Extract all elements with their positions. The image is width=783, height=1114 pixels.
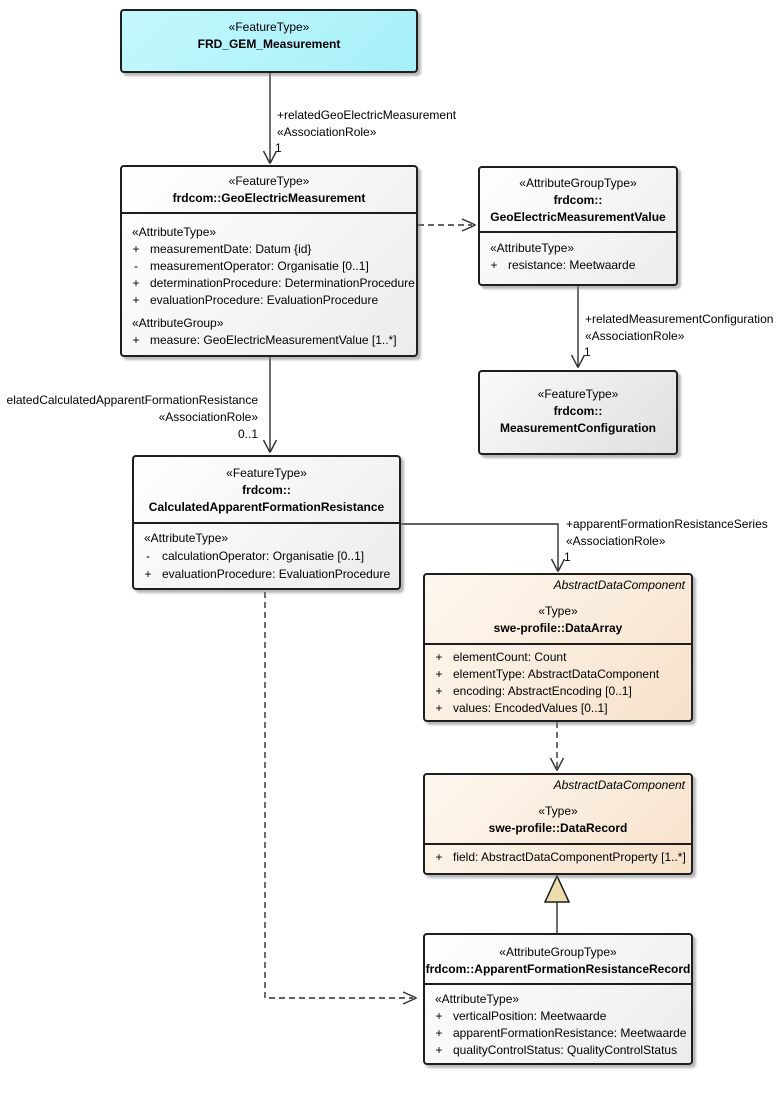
edge-stereotype-label: «AssociationRole» [277, 125, 377, 139]
attribute-row: + qualityControlStatus: QualityControlSt… [435, 1043, 678, 1057]
class-apparent-formation-resistance-record[interactable]: «AttributeGroupType» frdcom::ApparentFor… [423, 933, 693, 1065]
class-name: FRD_GEM_Measurement [197, 37, 341, 51]
class-calculated-apparent-formation-resistance[interactable]: «FeatureType» frdcom:: CalculatedApparen… [132, 455, 401, 590]
edge-role-related-geo-electric-measurement: +relatedGeoElectricMeasurement [277, 108, 457, 122]
class-name-line1: frdcom:: [553, 404, 603, 418]
class-name: frdcom::GeoElectricMeasurement [172, 191, 366, 205]
stereotype-label: «FeatureType» [228, 174, 310, 188]
arrowhead-open-right [461, 218, 476, 232]
class-name: swe-profile::DataArray [493, 621, 623, 635]
attribute-group-header: «AttributeGroup» [132, 316, 224, 330]
class-name-line1: frdcom:: [242, 483, 291, 497]
edge-stereotype-label: «AssociationRole» [158, 410, 258, 424]
edge-role-related-measurement-configuration: +relatedMeasurementConfiguration [585, 312, 774, 326]
class-frd-gem-measurement[interactable]: «FeatureType» FRD_GEM_Measurement [120, 9, 418, 73]
attribute-row: + field: AbstractDataComponentProperty [… [435, 850, 686, 864]
attribute-row: + verticalPosition: Meetwaarde [435, 1009, 607, 1023]
class-data-array[interactable]: AbstractDataComponent «Type» swe-profile… [423, 573, 693, 722]
attribute-row: + measurementDate: Datum {id} [132, 242, 312, 256]
attribute-row: + evaluationProcedure: EvaluationProcedu… [132, 293, 379, 307]
attribute-row: + determinationProcedure: DeterminationP… [132, 276, 415, 290]
attribute-section-header: «AttributeType» [132, 225, 217, 239]
generalization-triangle [543, 874, 571, 903]
attribute-row: + encoding: AbstractEncoding [0..1] [435, 684, 632, 698]
dependency-calcafr-to-afrrecord [264, 592, 413, 999]
arrowhead-open-down [262, 439, 278, 453]
attribute-row: + apparentFormationResistance: Meetwaard… [435, 1026, 687, 1040]
attribute-row: - calculationOperator: Organisatie [0..1… [146, 549, 365, 563]
class-name: swe-profile::DataRecord [488, 821, 628, 835]
class-name-line2: CalculatedApparentFormationResistance [148, 500, 385, 514]
edge-multiplicity: 1 [564, 550, 571, 564]
arrowhead-open-down [570, 354, 586, 368]
edge-multiplicity: 0..1 [237, 427, 258, 441]
stereotype-label: «Type» [538, 604, 578, 618]
stereotype-label: «FeatureType» [537, 387, 619, 401]
association-calcafr-to-dataarray [401, 523, 559, 570]
attribute-row: - measurementOperator: Organisatie [0..1… [134, 259, 369, 273]
class-name-line2: GeoElectricMeasurementValue [490, 210, 666, 224]
attribute-section-header: «AttributeType» [435, 992, 520, 1006]
arrowhead-open-down [549, 757, 565, 771]
edge-role-related-calculated-apparent-formation-resistance: elatedCalculatedApparentFormationResista… [6, 393, 258, 407]
stereotype-label: «FeatureType» [228, 20, 310, 34]
attribute-row: + evaluationProcedure: EvaluationProcedu… [144, 567, 391, 581]
class-geo-electric-measurement-value[interactable]: «AttributeGroupType» frdcom:: GeoElectri… [478, 166, 678, 286]
edge-role-apparent-formation-resistance-series: +apparentFormationResistanceSeries [566, 517, 768, 531]
arrowhead-open-right [402, 991, 417, 1005]
attribute-section-header: «AttributeType» [144, 531, 229, 545]
edge-multiplicity: 1 [584, 345, 591, 359]
class-measurement-configuration[interactable]: «FeatureType» frdcom:: MeasurementConfig… [478, 370, 678, 455]
class-name-line1: frdcom:: [553, 193, 603, 207]
attribute-row: + measure: GeoElectricMeasurementValue [… [132, 333, 397, 347]
class-data-record[interactable]: AbstractDataComponent «Type» swe-profile… [423, 773, 693, 875]
edge-stereotype-label: «AssociationRole» [585, 329, 685, 343]
attribute-row: + resistance: Meetwaarde [490, 258, 636, 272]
attribute-row: + elementCount: Count [435, 650, 567, 664]
class-name-line2: MeasurementConfiguration [499, 421, 656, 435]
attribute-row: + values: EncodedValues [0..1] [435, 701, 608, 715]
stereotype-label: «FeatureType» [226, 466, 307, 480]
edge-multiplicity: 1 [275, 141, 282, 155]
edge-stereotype-label: «AssociationRole» [566, 534, 666, 548]
parent-type-label: AbstractDataComponent [553, 778, 685, 792]
stereotype-label: «Type» [538, 804, 578, 818]
class-geo-electric-measurement[interactable]: «FeatureType» frdcom::GeoElectricMeasure… [120, 165, 418, 357]
attribute-section-header: «AttributeType» [490, 241, 575, 255]
stereotype-label: «AttributeGroupType» [499, 945, 617, 959]
attribute-row: + elementType: AbstractDataComponent [435, 667, 660, 681]
arrowhead-open-down [550, 558, 566, 572]
class-name: frdcom::ApparentFormationResistanceRecor… [425, 962, 691, 976]
stereotype-label: «AttributeGroupType» [519, 176, 637, 190]
parent-type-label: AbstractDataComponent [553, 578, 685, 592]
